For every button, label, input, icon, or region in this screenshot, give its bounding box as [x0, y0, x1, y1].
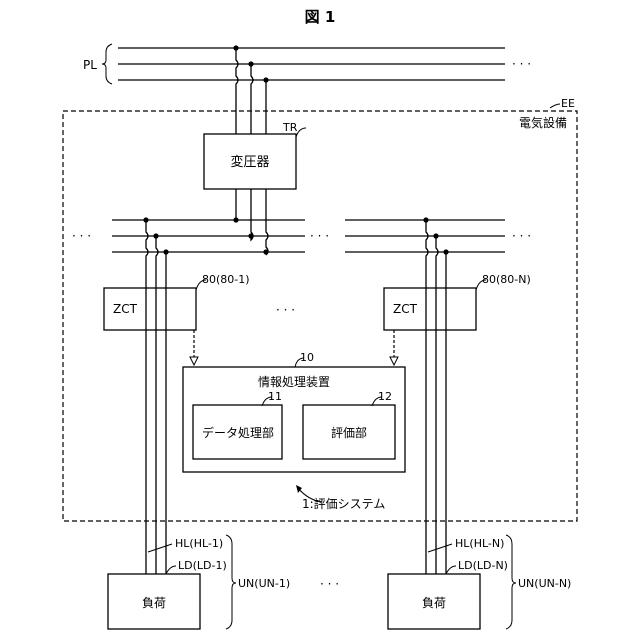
pl-label: PL	[83, 58, 97, 72]
signal-arrows	[190, 330, 398, 365]
zct-n-ref: 80(80-N)	[482, 273, 531, 286]
load-n-label: 負荷	[422, 596, 446, 610]
ld-1-label: LD(LD-1)	[178, 559, 227, 572]
ld-n-label: LD(LD-N)	[458, 559, 508, 572]
hl-1-label: HL(HL-1)	[175, 537, 223, 550]
evaluation-label: 評価部	[331, 425, 367, 440]
load-ellipsis: · · ·	[320, 577, 339, 591]
load-1-label: 負荷	[142, 596, 166, 610]
info-processing-label: 情報処理装置	[258, 375, 330, 389]
un-1-label: UN(UN-1)	[238, 577, 290, 590]
power-lines	[102, 44, 505, 84]
figure-title: 図 1	[305, 8, 336, 26]
hl-n-label: HL(HL-N)	[455, 537, 504, 550]
equipment-label: 電気設備	[519, 115, 567, 130]
zct-ellipsis: · · ·	[276, 303, 295, 317]
transformer-to-bus-wires	[233, 189, 268, 255]
tr-label: TR	[282, 121, 298, 134]
zct-n-label: ZCT	[393, 302, 418, 316]
secondary-bus	[112, 220, 505, 252]
info-ref: 10	[300, 351, 314, 364]
pl-to-transformer-wires	[233, 45, 268, 134]
zct-1-ref: 80(80-1)	[202, 273, 250, 286]
system-label: 1:評価システム	[302, 496, 385, 511]
pl-ellipsis: · · ·	[512, 57, 531, 71]
data-processing-label: データ処理部	[202, 425, 274, 440]
zct-1-label: ZCT	[113, 302, 138, 316]
bus-ellipsis-left: · · ·	[72, 229, 91, 243]
un-n-label: UN(UN-N)	[518, 577, 571, 590]
eval-ref: 12	[378, 390, 392, 403]
bus-ellipsis-mid: · · ·	[310, 229, 329, 243]
data-ref: 11	[268, 390, 282, 403]
transformer-label: 変圧器	[230, 154, 269, 170]
bus-ellipsis-right: · · ·	[512, 229, 531, 243]
ee-label: EE	[561, 97, 575, 110]
